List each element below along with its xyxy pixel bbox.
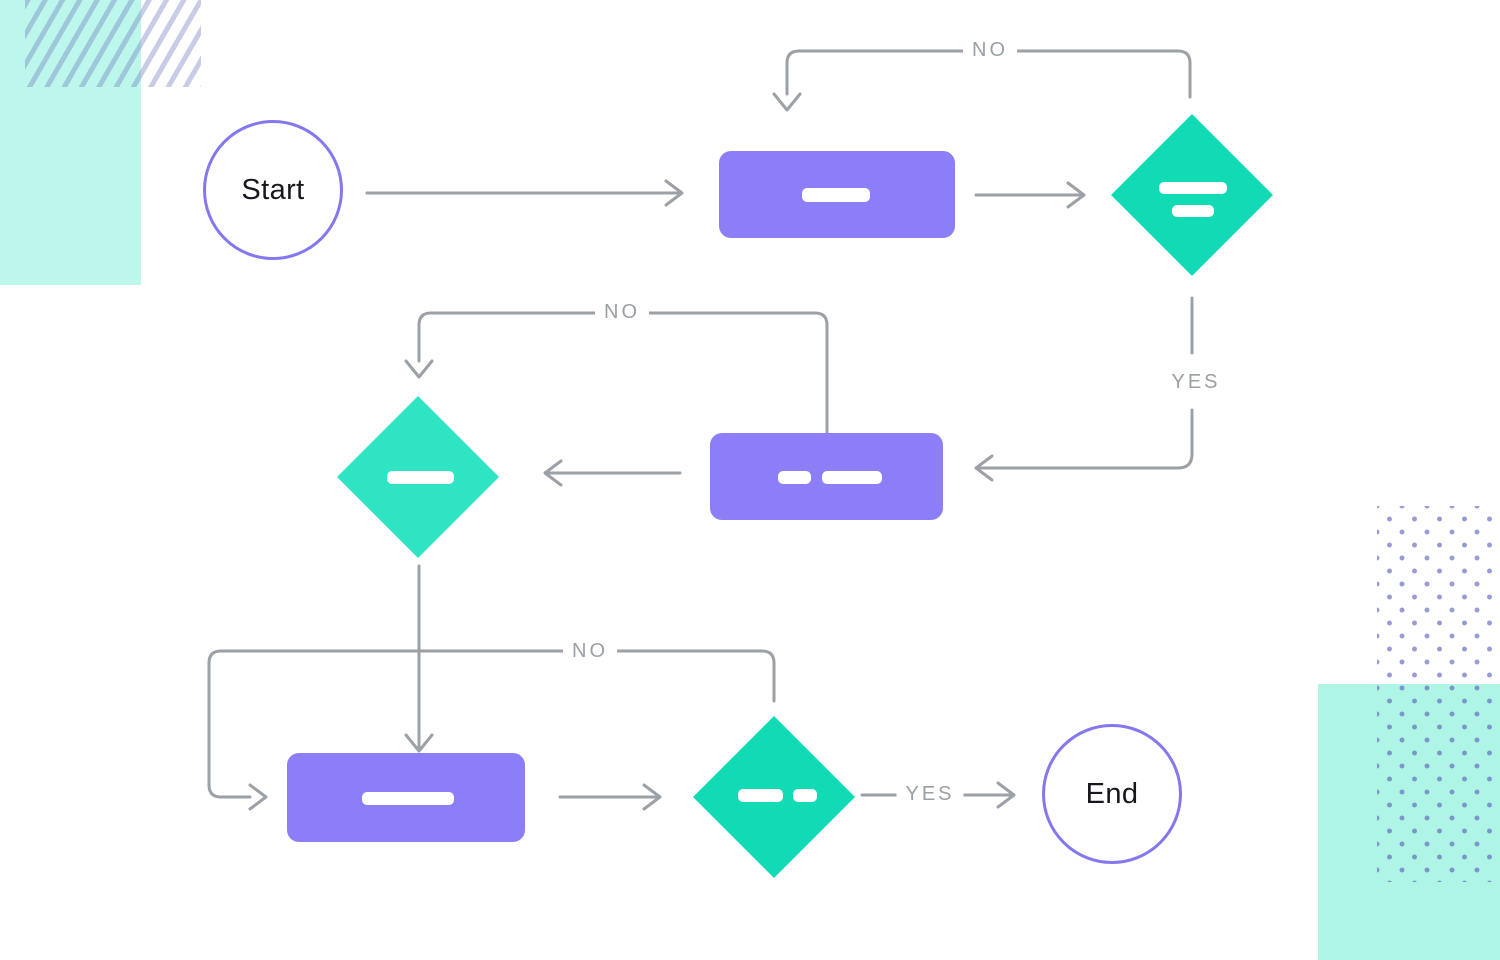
end-node: End [1042,724,1182,864]
start-node-label: Start [241,173,305,206]
edge-label-yes-right: YES [1162,370,1230,394]
decision-node-1 [1111,114,1273,276]
edge-label-yes-bottom: YES [896,782,964,806]
placeholder-text-bar [387,471,454,484]
edge-label-no-top: NO [963,38,1017,62]
edge-label-no-bottom: NO [563,639,617,663]
process-node-1 [719,151,955,238]
placeholder-text-bar [793,789,817,802]
edge-process3-to-decision3 [558,783,662,811]
edge-end-yes [860,781,1016,809]
diagonal-stripes-pattern [25,0,201,87]
process-node-2 [710,433,943,520]
edge-process1-to-decision1 [974,181,1086,209]
edge-right-yes [974,296,1194,482]
edge-process2-to-decision2 [543,459,682,487]
process-node-3 [287,753,525,842]
placeholder-text-bar [738,789,783,802]
decision-node-2 [337,396,499,558]
edge-bottom-no-loop [207,649,776,811]
start-node: Start [203,120,343,260]
decision-node-3 [693,716,855,878]
corner-square-top-left [0,0,141,285]
edge-label-no-middle: NO [595,300,649,324]
dot-grid-pattern [1377,506,1497,882]
diamond-shape [1111,114,1273,276]
placeholder-text-bar [778,471,811,484]
placeholder-text-bar [802,188,870,202]
placeholder-text-bar [822,471,882,484]
end-node-label: End [1085,777,1139,810]
placeholder-text-bar [1172,205,1214,217]
edge-decision2-to-process3 [404,564,434,753]
edge-start-to-process1 [365,179,684,207]
placeholder-text-bar [362,792,454,805]
placeholder-text-bar [1159,182,1227,194]
